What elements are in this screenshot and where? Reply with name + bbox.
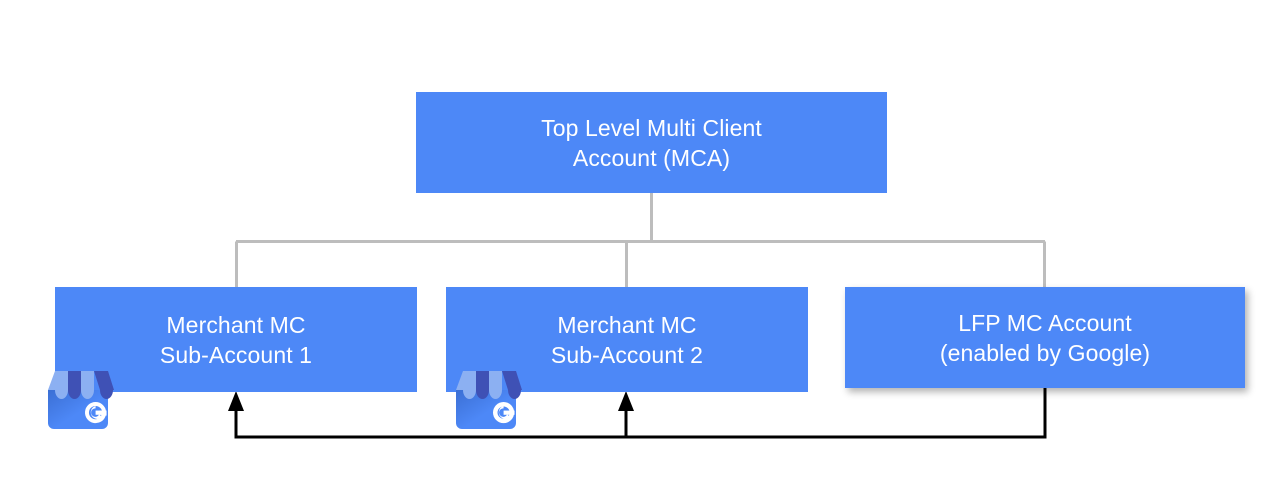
node-lfp-mc-account[interactable]: LFP MC Account (enabled by Google)	[845, 287, 1245, 388]
tree-connector-group	[235, 193, 1046, 289]
node-lfp-mc-account-label: LFP MC Account (enabled by Google)	[939, 309, 1151, 366]
node-merchant-sub-account-2-label: Merchant MC Sub-Account 2	[550, 311, 704, 368]
lfp-arrowhead-sub1	[228, 391, 244, 411]
node-top-level-mca-label: Top Level Multi Client Account (MCA)	[541, 114, 762, 171]
lfp-arrow-path	[234, 388, 1047, 439]
node-merchant-sub-account-1-label: Merchant MC Sub-Account 1	[159, 311, 313, 368]
google-my-business-storefront-icon	[48, 371, 114, 429]
google-my-business-storefront-icon	[456, 371, 522, 429]
node-merchant-sub-account-1[interactable]: Merchant MC Sub-Account 1	[55, 287, 417, 392]
lfp-arrow-group	[234, 388, 1047, 439]
lfp-arrowhead-sub2	[618, 391, 634, 411]
node-top-level-mca[interactable]: Top Level Multi Client Account (MCA)	[416, 92, 887, 193]
